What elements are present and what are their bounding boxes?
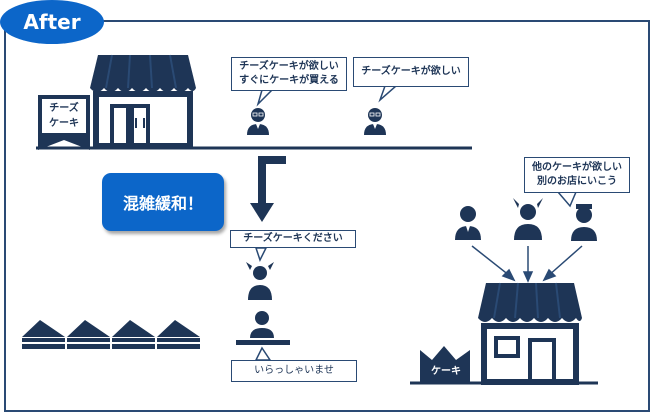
other-shop-bubble: 他のケーキが欲しい 別のお店にいこう — [524, 157, 630, 193]
cake-icon — [22, 320, 65, 349]
cake-icon — [67, 320, 110, 349]
down-arrow-icon — [250, 156, 286, 222]
arrow-to-shop — [471, 245, 583, 283]
congestion-relief-label: 混雑緩和！ — [102, 173, 224, 231]
new-shop-icon — [478, 282, 582, 385]
new-shop-sign-text: ケーキ — [431, 366, 461, 377]
staff-bubble: いらっしゃいませ — [231, 360, 357, 382]
customer-bubble: チーズケーキが欲しい すぐにケーキが買える — [231, 57, 347, 91]
old-shop-sign-text: チーズ ケーキ — [49, 103, 79, 129]
diagram-frame — [4, 20, 650, 412]
after-badge: After — [0, 0, 104, 44]
new-shop-sign — [420, 346, 470, 382]
cake-icon — [112, 320, 155, 349]
customer-icon — [246, 107, 270, 136]
cake-icon — [157, 320, 200, 349]
old-shop-icon — [90, 54, 196, 149]
customer-icon — [363, 107, 387, 136]
customer-woman-icon — [513, 198, 543, 240]
order-bubble: チーズケーキください — [230, 230, 356, 248]
old-shop-sign — [38, 95, 90, 150]
staff-woman-icon — [246, 262, 274, 300]
staff-man-icon — [236, 311, 290, 345]
customer-man-icon — [455, 206, 481, 240]
customer-cap-icon — [571, 204, 597, 241]
customer-bubble: チーズケーキが欲しい — [353, 57, 469, 87]
